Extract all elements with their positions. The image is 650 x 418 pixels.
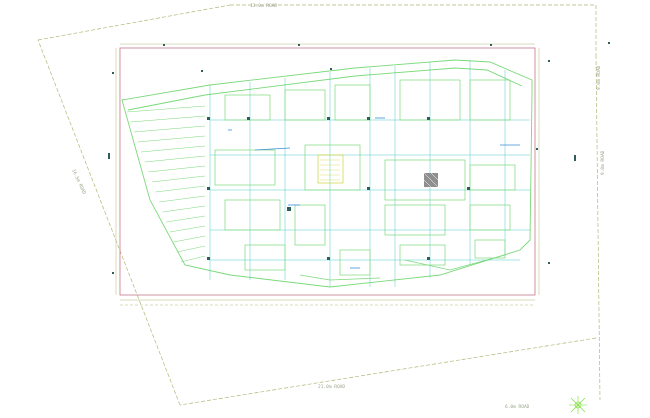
parking-stripe <box>180 255 206 263</box>
parking-stripe <box>155 185 206 193</box>
setback-lines <box>115 43 540 306</box>
parking-bays <box>126 105 206 263</box>
perimeter-ticks <box>108 42 610 274</box>
parking-stripe <box>173 235 206 243</box>
site-boundary <box>37 4 601 406</box>
parking-stripe <box>162 205 206 213</box>
north-arrow-icon <box>569 396 587 414</box>
dim-right: 9.0m ROAD <box>600 150 606 175</box>
parking-stripe <box>159 195 206 203</box>
building-outline <box>121 59 533 288</box>
dim-top: 13.0m ROAD <box>250 3 277 9</box>
parking-stripe <box>133 125 206 133</box>
dim-bottom-right: 6.0m ROAD <box>505 404 530 410</box>
parking-stripe <box>126 105 206 113</box>
parking-stripe <box>169 225 206 233</box>
parking-stripe <box>151 175 206 183</box>
hatched-block <box>423 172 439 188</box>
parking-stripe <box>130 115 206 123</box>
parking-stripe <box>177 245 206 253</box>
parking-stripe <box>148 165 206 173</box>
stair-core <box>320 159 340 181</box>
parking-stripe <box>144 155 206 163</box>
plot-border <box>119 47 536 296</box>
accent-elements <box>228 117 520 269</box>
dim-bottom: 21.0m ROAD <box>318 384 345 390</box>
column-marks <box>207 117 470 260</box>
parking-stripe <box>166 215 206 223</box>
parking-stripe <box>141 145 206 153</box>
parking-stripe <box>137 135 206 143</box>
dim-right-upper: 9.0m ROAD <box>596 65 602 90</box>
